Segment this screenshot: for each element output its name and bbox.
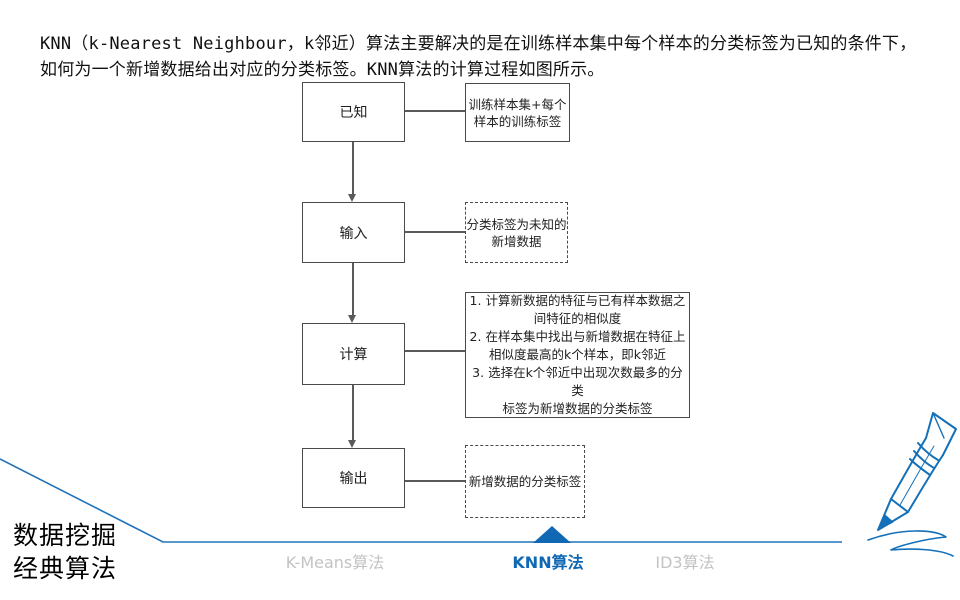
intro-paragraph: KNN（k-Nearest Neighbour，k邻近）算法主要解决的是在训练样… [40,34,917,80]
flow-note-result-label: 新增数据的分类标签 [465,445,585,518]
arrow-down-icon [348,194,356,202]
connector-line [352,385,354,441]
flow-step-label: 输出 [339,471,368,487]
flow-step-compute: 计算 [302,323,405,385]
flow-note-compute-steps: 1. 计算新数据的特征与已有样本数据之 间特征的相似度 2. 在样本集中找出与新… [465,292,690,418]
connector-line [352,263,354,316]
flow-note-text: 分类标签为未知的 新增数据 [466,216,567,249]
flow-step-input: 输入 [302,202,405,263]
pencil-sketch-icon [867,412,957,557]
tab-id3[interactable]: ID3算法 [655,553,715,572]
deck-title: 数据挖掘 经典算法 [13,521,118,583]
flow-note-text: 1. 计算新数据的特征与已有样本数据之 间特征的相似度 2. 在样本集中找出与新… [469,293,686,416]
flow-step-label: 输入 [339,225,368,242]
connector-line [405,110,465,112]
arrow-down-icon [348,315,356,323]
flow-step-known: 已知 [302,82,405,142]
connector-line [405,480,465,482]
active-tab-indicator-icon [533,526,571,543]
tab-knn[interactable]: KNN算法 [512,553,584,572]
tab-kmeans[interactable]: K-Means算法 [285,553,385,572]
flow-note-text: 训练样本集+每个 样本的训练标签 [468,96,567,129]
connector-line [405,231,465,233]
flow-note-training-set: 训练样本集+每个 样本的训练标签 [465,83,570,142]
connector-line [405,350,465,352]
connector-line [352,142,354,195]
flow-step-output: 输出 [302,448,405,508]
arrow-down-icon [348,440,356,448]
flow-note-text: 新增数据的分类标签 [468,474,582,489]
flow-note-new-data: 分类标签为未知的 新增数据 [465,202,568,263]
flow-step-label: 计算 [339,347,368,363]
flow-step-label: 已知 [339,105,368,121]
